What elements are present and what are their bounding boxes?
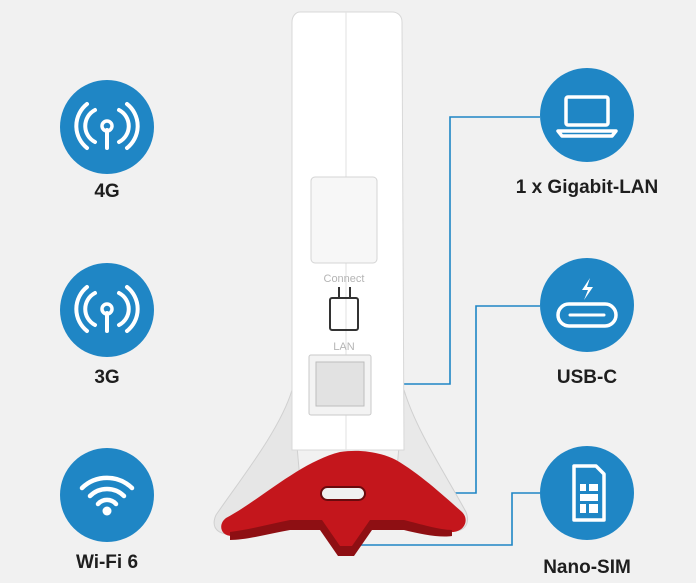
laptop-icon bbox=[540, 68, 634, 162]
feature-label-nano-sim: Nano-SIM bbox=[543, 557, 631, 578]
antenna-signal-icon bbox=[60, 80, 154, 174]
connect-label: Connect bbox=[324, 273, 365, 285]
feature-label-gigabit-lan: 1 x Gigabit-LAN bbox=[515, 177, 659, 198]
feature-usb-c: USB-C bbox=[540, 258, 634, 388]
connect-button-panel bbox=[310, 176, 378, 264]
feature-label-usb-c: USB-C bbox=[556, 367, 618, 388]
feature-label-4g: 4G bbox=[94, 181, 120, 202]
device-red-base-shade bbox=[230, 520, 452, 556]
feature-nano-sim: Nano-SIM bbox=[540, 446, 634, 578]
power-plug-icon bbox=[329, 287, 359, 331]
feature-4g: 4G bbox=[60, 80, 154, 202]
sim-card-icon bbox=[540, 446, 634, 540]
feature-label-wifi6: Wi-Fi 6 bbox=[75, 552, 139, 573]
usb-c-icon bbox=[540, 258, 634, 352]
feature-3g: 3G bbox=[60, 263, 154, 388]
lan-port-socket bbox=[315, 361, 365, 407]
feature-gigabit-lan: 1 x Gigabit-LAN bbox=[516, 68, 658, 198]
feature-label-3g: 3G bbox=[94, 367, 120, 388]
lan-label: LAN bbox=[333, 341, 354, 353]
device-leg-left bbox=[213, 389, 301, 535]
usb-c-port bbox=[320, 486, 366, 501]
antenna-signal-icon bbox=[60, 263, 154, 357]
wifi-icon bbox=[60, 448, 154, 542]
leader-line-lan bbox=[396, 116, 540, 385]
feature-wifi6: Wi-Fi 6 bbox=[60, 448, 154, 573]
